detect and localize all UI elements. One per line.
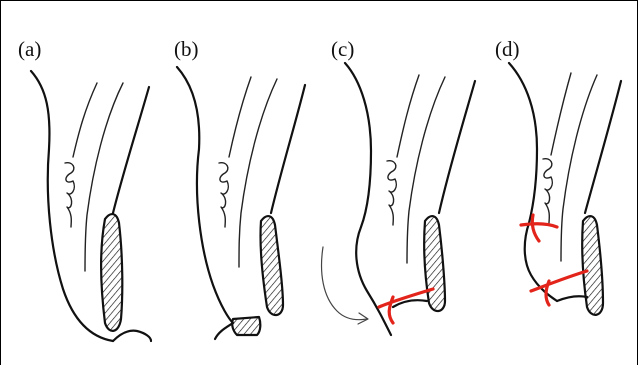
panel-d-lower-fold (557, 296, 587, 301)
panel-c-squiggle (387, 161, 396, 225)
panel-c-inner-line-1 (397, 75, 419, 157)
panel-b-outer-contour (177, 67, 233, 323)
panel-b-drawing (177, 67, 305, 339)
panel-d-squiggle (543, 159, 552, 223)
suture-mark-c (379, 289, 433, 323)
panel-b-squiggle (219, 163, 228, 227)
curved-arrow (322, 247, 367, 320)
panel-a-outer-contour (31, 71, 113, 341)
panel-a-drawing (31, 71, 151, 341)
panel-c-hatched-tissue (424, 216, 445, 311)
panel-a-inner-line-1 (73, 83, 97, 157)
panel-c-front-line (439, 81, 475, 213)
panel-d-hatched-tissue (582, 216, 603, 315)
panel-a-front-line (113, 87, 149, 213)
panel-d-outer-contour (509, 63, 557, 301)
panel-b-fold (215, 323, 233, 339)
curved-arrow-head (358, 313, 368, 324)
panel-b-hatched-tissue (260, 216, 283, 315)
panel-c-outer-contour (345, 63, 391, 335)
panel-a-squiggle (65, 163, 74, 227)
panel-d-drawing (509, 63, 621, 315)
panel-d-inner-line-1 (551, 73, 571, 155)
panel-a-hatched-tissue (101, 214, 122, 331)
panel-b-front-line (271, 85, 305, 213)
panel-d-front-line (585, 81, 621, 213)
panel-c-drawing (322, 63, 475, 335)
panel-a-tip (113, 331, 151, 341)
panel-b-inner-line-1 (229, 77, 251, 157)
panel-b-hatched-flap (232, 317, 260, 335)
